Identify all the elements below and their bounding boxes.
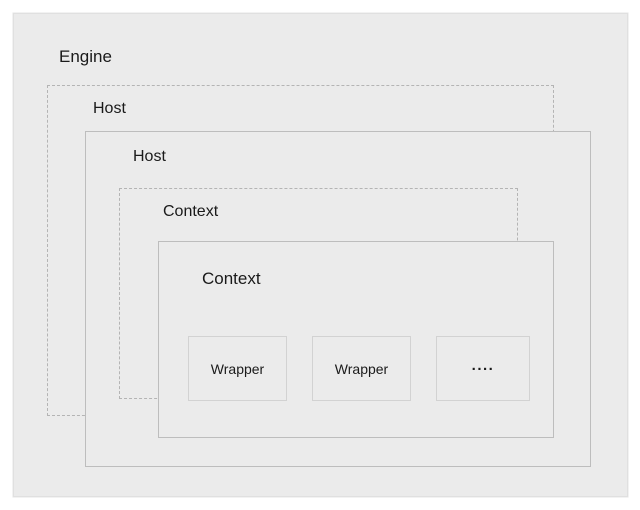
host-solid-label: Host [133,148,166,165]
wrapper-label: Wrapper [210,360,265,377]
wrapper-label: Wrapper [334,360,389,377]
context-dashed-label: Context [163,203,219,220]
wrapper-box: Wrapper [188,336,287,401]
wrapper-ellipsis-label: .... [471,357,495,374]
wrapper-box: Wrapper [312,336,411,401]
engine-label: Engine [59,47,112,66]
wrapper-ellipsis-box: .... [436,336,530,401]
host-dashed-label: Host [93,100,126,117]
context-solid-label: Context [202,269,261,288]
